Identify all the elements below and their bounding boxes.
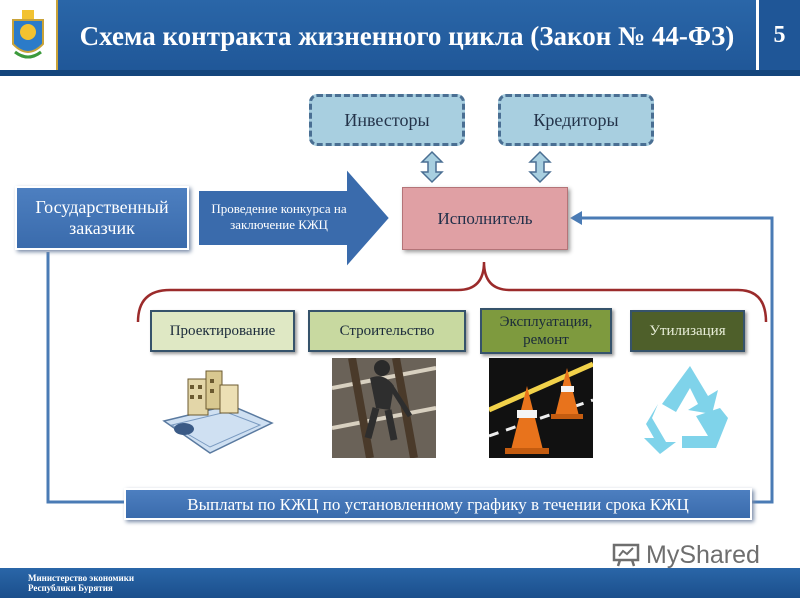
- payments-label: Выплаты по КЖЦ по установленному графику…: [187, 494, 689, 514]
- railway-worker-illustration: [332, 358, 436, 458]
- investors-box: Инвесторы: [309, 94, 465, 146]
- watermark-text: MyShared: [646, 540, 760, 569]
- ministry-line-1: Министерство экономики: [28, 573, 135, 583]
- phase-disposal-label: Утилизация: [649, 323, 726, 339]
- state-customer-box: Государственный заказчик: [15, 186, 189, 250]
- contractor-box: Исполнитель: [402, 187, 568, 250]
- investor-double-arrow: [420, 150, 444, 184]
- payments-box: Выплаты по КЖЦ по установленному графику…: [124, 488, 752, 520]
- creditors-box: Кредиторы: [498, 94, 654, 146]
- creditor-double-arrow: [528, 150, 552, 184]
- coat-of-arms-logo: [0, 0, 58, 70]
- contractor-label: Исполнитель: [437, 208, 533, 228]
- footer-bar: [0, 568, 800, 598]
- header-rule: [0, 70, 800, 76]
- recycle-icon: [644, 366, 728, 454]
- loop-arrowhead: [570, 211, 582, 225]
- ministry-caption: Министерство экономики Республики Буряти…: [28, 573, 208, 593]
- header-bar: [0, 0, 800, 76]
- tender-arrow: [197, 166, 392, 270]
- tender-arrow-text: Проведение конкурса на заключение КЖЦ: [211, 201, 347, 232]
- phase-design-label: Проектирование: [169, 323, 276, 339]
- page-title: Схема контракта жизненного цикла (Закон …: [79, 21, 735, 51]
- myshared-watermark: MyShared: [612, 540, 782, 570]
- traffic-cones-illustration: [489, 358, 593, 458]
- investors-label: Инвесторы: [344, 109, 430, 130]
- slide-number: 5: [756, 0, 800, 70]
- phase-operation: Эксплуатация, ремонт: [480, 308, 612, 354]
- creditors-label: Кредиторы: [533, 109, 619, 130]
- ministry-line-2: Республики Бурятия: [28, 583, 113, 593]
- phase-bracket: [136, 261, 768, 323]
- phase-operation-label: Эксплуатация, ремонт: [499, 314, 593, 348]
- presentation-icon: [612, 543, 640, 567]
- payment-loop-line: [46, 216, 774, 504]
- phase-design: Проектирование: [150, 310, 295, 352]
- phase-construction: Строительство: [308, 310, 466, 352]
- phase-construction-label: Строительство: [339, 323, 435, 339]
- blueprint-illustration: [162, 370, 274, 454]
- state-customer-label: Государственный заказчик: [35, 197, 169, 238]
- phase-disposal: Утилизация: [630, 310, 745, 352]
